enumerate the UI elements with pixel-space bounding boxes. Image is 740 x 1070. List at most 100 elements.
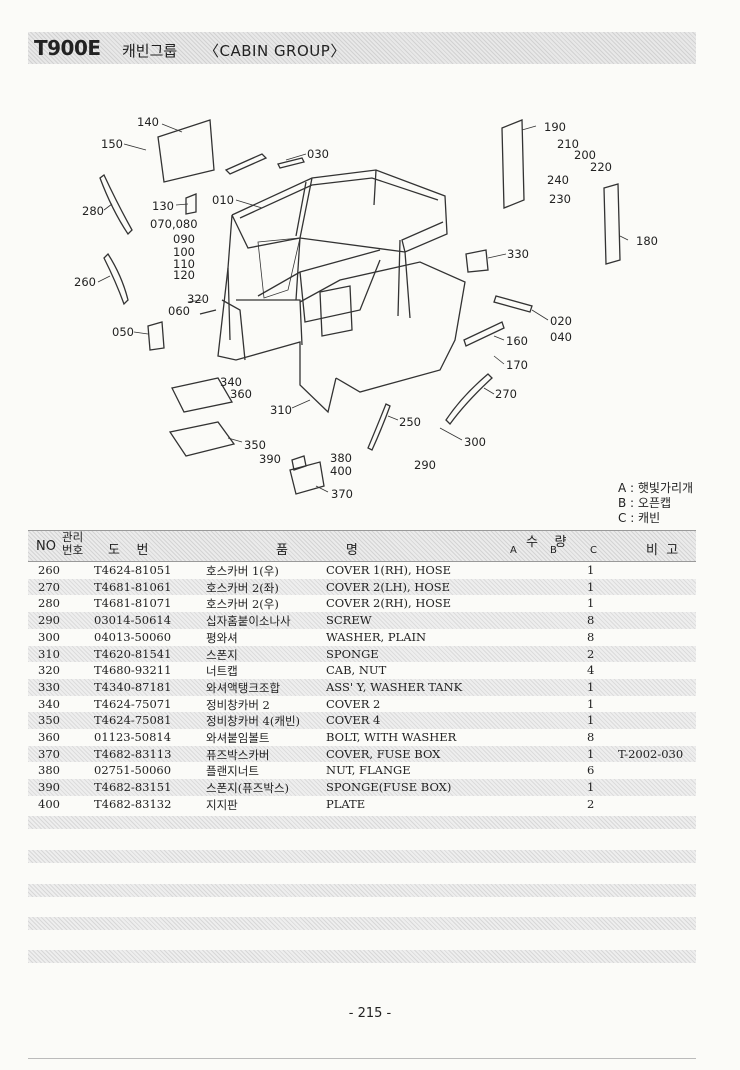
col-part-name: 품 명 xyxy=(276,543,358,558)
callout-label: 340 xyxy=(220,375,242,389)
exploded-parts-diagram: 140 150 030 010 130 070,080 090 100 110 … xyxy=(74,115,658,501)
row-part-number: T4681-81061 xyxy=(94,579,172,594)
group-title-english: 〈CABIN GROUP〉 xyxy=(204,42,346,60)
row-name-korean: 와셔액탱크조합 xyxy=(206,680,281,695)
callout-label: 310 xyxy=(270,403,292,417)
row-part-number: T4624-75081 xyxy=(94,713,172,728)
row-part-number: T4681-81071 xyxy=(94,596,172,611)
table-row: 340 T4624-75071 정비창카버 2 COVER 2 1 xyxy=(28,696,696,713)
row-no: 350 xyxy=(38,713,60,728)
group-title-korean: 캐빈그룹 xyxy=(122,42,178,60)
table-row: 270 T4681-81061 호스카버 2(좌) COVER 2(LH), H… xyxy=(28,578,696,596)
row-part-number: T4620-81541 xyxy=(94,646,172,661)
callout-label: 100 xyxy=(173,245,195,259)
row-qty-c: 1 xyxy=(587,780,595,795)
col-no: NO xyxy=(36,539,56,554)
table-row: 300 04013-50060 평와셔 WASHER, PLAIN 8 xyxy=(28,629,696,646)
callout-label: 150 xyxy=(101,137,123,151)
bottom-divider xyxy=(28,1058,696,1059)
row-name-english: COVER 2(LH), HOSE xyxy=(326,579,451,594)
callout-label: 250 xyxy=(399,415,421,429)
row-no: 370 xyxy=(38,746,60,761)
row-qty-c: 2 xyxy=(587,796,595,811)
row-name-korean: 스폰지(퓨즈박스) xyxy=(206,781,290,796)
callout-label: 190 xyxy=(544,120,566,134)
row-name-english: WASHER, PLAIN xyxy=(326,629,427,644)
row-name-korean: 호스카버 1(우) xyxy=(206,564,279,578)
row-qty-c: 1 xyxy=(587,563,595,577)
col-qty-c: C xyxy=(590,545,597,556)
table-row: 280 T4681-81071 호스카버 2(우) COVER 2(RH), H… xyxy=(28,595,696,612)
row-no: 270 xyxy=(38,579,60,594)
callout-label: 330 xyxy=(507,247,529,261)
callout-label: 210 xyxy=(557,137,579,151)
legend: A : 햇빛가리개 B : 오픈캡 C : 캐빈 xyxy=(618,481,693,526)
row-name-english: SPONGE(FUSE BOX) xyxy=(326,780,452,795)
callout-label: 270 xyxy=(495,387,517,401)
table-row: 320 T4680-93211 너트캡 CAB, NUT 4 xyxy=(28,662,696,679)
callout-label: 220 xyxy=(590,160,612,174)
row-no: 290 xyxy=(38,613,60,628)
col-qty-a: A xyxy=(510,545,517,556)
row-name-korean: 정비창카버 2 xyxy=(206,697,270,712)
callout-label: 200 xyxy=(574,148,596,162)
row-no: 390 xyxy=(38,780,60,795)
callout-label: 380 xyxy=(330,451,352,465)
callout-label: 230 xyxy=(549,192,571,206)
legend-item: A : 햇빛가리개 xyxy=(618,481,694,495)
row-no: 330 xyxy=(38,679,60,694)
callout-label: 180 xyxy=(636,234,658,248)
row-no: 300 xyxy=(38,629,60,644)
callout-label: 260 xyxy=(74,275,96,289)
table-row: 310 T4620-81541 스폰지 SPONGE 2 xyxy=(28,645,696,663)
row-name-english: ASS' Y, WASHER TANK xyxy=(326,679,463,694)
table-row: 330 T4340-87181 와셔액탱크조합 ASS' Y, WASHER T… xyxy=(28,678,696,696)
callout-label: 320 xyxy=(187,292,209,306)
row-no: 400 xyxy=(38,796,60,811)
row-name-english: COVER 2 xyxy=(326,696,381,711)
row-name-korean: 와셔붙임볼트 xyxy=(206,731,270,745)
legend-item: B : 오픈캡 xyxy=(618,496,672,510)
table-row: 290 03014-50614 십자홈붙이소나사 SCREW 8 xyxy=(28,612,696,629)
cabin-frame-drawing xyxy=(227,169,448,269)
row-qty-c: 1 xyxy=(587,679,595,694)
col-qty-b: B xyxy=(550,545,557,556)
row-name-korean: 십자홈붙이소나사 xyxy=(206,614,291,629)
row-remarks: T-2002-030 xyxy=(618,746,684,761)
row-name-english: COVER 1(RH), HOSE xyxy=(326,563,452,577)
row-part-number: T4624-75071 xyxy=(94,696,172,711)
row-name-korean: 평와셔 xyxy=(206,630,238,645)
row-part-number: T4624-81051 xyxy=(94,563,172,577)
row-name-korean: 정비창카버 4(캐빈) xyxy=(206,714,301,729)
callout-label: 370 xyxy=(331,487,353,501)
row-part-number: 04013-50060 xyxy=(94,629,172,644)
row-name-english: BOLT, WITH WASHER xyxy=(326,730,457,744)
row-part-number: T4682-83132 xyxy=(94,796,172,811)
legend-item: C : 캐빈 xyxy=(618,511,661,525)
row-no: 380 xyxy=(38,763,60,778)
table-row: 400 T4682-83132 지지판 PLATE 2 xyxy=(28,796,696,813)
row-qty-c: 8 xyxy=(587,613,595,628)
row-name-english: COVER, FUSE BOX xyxy=(326,746,441,761)
callout-label: 160 xyxy=(506,334,528,348)
callout-label: 020 xyxy=(550,314,572,328)
table-row: 370 T4682-83113 퓨즈박스카버 COVER, FUSE BOX 1… xyxy=(28,745,696,763)
empty-row-band xyxy=(28,950,696,963)
empty-row-band xyxy=(28,850,696,863)
row-name-english: SPONGE xyxy=(326,646,379,661)
row-name-english: PLATE xyxy=(326,796,366,811)
callout-label: 030 xyxy=(307,147,329,161)
parts-table-header: NO 관리번호 도 번 품 명 수 량 A B C 비 고 xyxy=(28,530,696,562)
row-name-english: SCREW xyxy=(326,613,372,628)
table-row: 360 01123-50814 와셔붙임볼트 BOLT, WITH WASHER… xyxy=(28,729,696,746)
row-no: 260 xyxy=(38,563,60,577)
col-part-number: 도 번 xyxy=(108,543,149,558)
row-qty-c: 1 xyxy=(587,579,595,594)
model-name: T900E xyxy=(34,36,101,60)
table-row: 350 T4624-75081 정비창카버 4(캐빈) COVER 4 1 xyxy=(28,712,696,729)
callout-label: 140 xyxy=(137,115,159,129)
callout-label: 130 xyxy=(152,199,174,213)
callout-label: 010 xyxy=(212,193,234,207)
row-qty-c: 1 xyxy=(587,696,595,711)
callout-label: 350 xyxy=(244,438,266,452)
